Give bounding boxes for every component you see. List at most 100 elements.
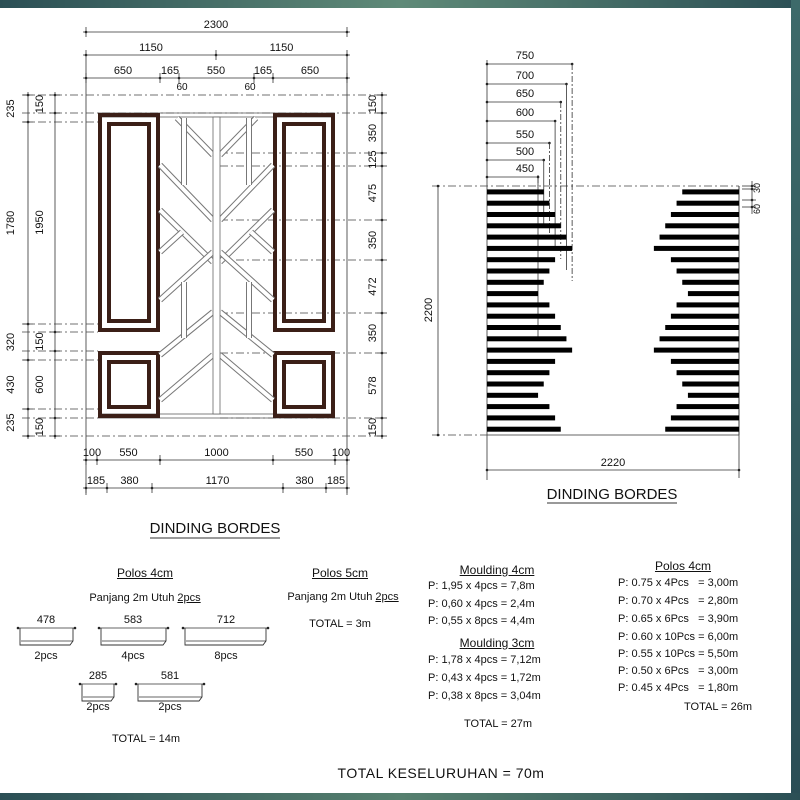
dimension-label: 1150 bbox=[270, 42, 294, 54]
piece-length: 478 bbox=[36, 614, 56, 626]
brace-group bbox=[157, 115, 216, 403]
slat-left bbox=[487, 426, 561, 432]
dimension-tick bbox=[97, 626, 101, 630]
slat-right bbox=[659, 234, 739, 240]
dimension-label: 350 bbox=[367, 124, 379, 142]
polos-row: P: 0.55 x 10Pcs = 5,50m bbox=[618, 648, 739, 660]
slat-left bbox=[487, 370, 550, 376]
brace-strip bbox=[158, 163, 215, 222]
dimension-label: 650 bbox=[301, 65, 319, 77]
slat-left bbox=[487, 404, 550, 410]
dimension-label: 550 bbox=[295, 447, 313, 459]
slat-left bbox=[487, 279, 544, 285]
polos-4cm-total: TOTAL = 14m bbox=[112, 733, 180, 745]
slat-right bbox=[670, 313, 739, 319]
slat-right bbox=[682, 189, 739, 195]
slat-right bbox=[682, 381, 739, 387]
drawing-title: DINDING BORDES bbox=[150, 520, 281, 537]
moulding-4cm-title: Moulding 4cm bbox=[459, 563, 535, 577]
dimension-label: 450 bbox=[516, 163, 534, 175]
dimension-label: 550 bbox=[119, 447, 137, 459]
piece-length: 285 bbox=[88, 670, 108, 682]
slat-left bbox=[487, 223, 561, 229]
dimension-label: 475 bbox=[367, 184, 379, 202]
panel-frame-inner bbox=[107, 360, 151, 409]
slat-right bbox=[670, 415, 739, 421]
dimension-label: 350 bbox=[367, 324, 379, 342]
brace-strip bbox=[158, 353, 215, 402]
panel-frame-inner bbox=[282, 360, 326, 409]
dimension-label: 100 bbox=[332, 447, 350, 459]
slide-bottom-border bbox=[0, 793, 800, 800]
dimension-label: 150 bbox=[34, 95, 46, 113]
dimension-tick bbox=[114, 682, 118, 686]
slat-left bbox=[487, 302, 550, 308]
moulding-piece bbox=[184, 628, 267, 646]
brace-strip bbox=[218, 353, 275, 402]
slat-right bbox=[676, 200, 739, 206]
slat-right bbox=[670, 257, 739, 263]
panel-frame-outer bbox=[273, 351, 335, 418]
slat-left bbox=[487, 234, 567, 240]
piece-length: 712 bbox=[216, 614, 236, 626]
dimension-tick bbox=[436, 184, 440, 188]
dimension-label: 578 bbox=[367, 376, 379, 394]
panel-frame-inner bbox=[107, 122, 151, 323]
brace-strip bbox=[218, 208, 275, 264]
piece-qty: 2pcs bbox=[34, 650, 58, 662]
polos-5cm-title: Polos 5cm bbox=[311, 566, 369, 580]
slat-left bbox=[487, 245, 573, 251]
dimension-label: 2220 bbox=[601, 457, 625, 469]
dimension-label: 150 bbox=[367, 95, 379, 113]
dimension-label: 1170 bbox=[206, 475, 230, 487]
panjang-label: Panjang 2m Utuh bbox=[287, 591, 376, 603]
slat-right bbox=[687, 392, 739, 398]
slide-right-border bbox=[791, 0, 800, 800]
moulding-row: P: 0,55 x 8pcs = 4,4m bbox=[428, 615, 535, 627]
dimension-label: 150 bbox=[367, 418, 379, 436]
piece-length: 581 bbox=[160, 670, 180, 682]
dimension-label: 1000 bbox=[204, 447, 228, 459]
dimension-label: 700 bbox=[516, 70, 534, 82]
dimension-tick bbox=[166, 626, 170, 630]
dimension-label: 235 bbox=[5, 413, 17, 431]
dimension-label: 165 bbox=[254, 65, 272, 77]
dimension-tick bbox=[134, 682, 138, 686]
dimension-tick bbox=[436, 433, 440, 437]
piece-qty: 2pcs bbox=[158, 701, 182, 713]
dimension-label: 750 bbox=[516, 50, 534, 62]
dimension-label: 60 bbox=[752, 204, 762, 214]
panel-frame-outer bbox=[273, 113, 335, 332]
moulding-piece bbox=[19, 628, 74, 646]
slat-left bbox=[487, 325, 561, 330]
slide-top-border bbox=[0, 0, 800, 8]
dimension-label: 1780 bbox=[5, 211, 17, 235]
brace-strip bbox=[249, 230, 275, 254]
dimension-tick bbox=[485, 158, 489, 162]
moulding-row: P: 0,60 x 4pcs = 2,4m bbox=[428, 598, 535, 610]
moulding-piece bbox=[100, 628, 167, 646]
panel-frame-outer bbox=[98, 113, 160, 332]
dimension-label: 60 bbox=[244, 82, 256, 93]
piece-qty: 4pcs bbox=[121, 650, 145, 662]
dimension-label: 100 bbox=[83, 447, 101, 459]
slat-left bbox=[487, 268, 550, 274]
polos-right-total: TOTAL = 26m bbox=[684, 701, 752, 713]
brace-strip bbox=[218, 250, 275, 302]
slat-right bbox=[676, 370, 739, 376]
dimension-tick bbox=[73, 626, 77, 630]
slat-right bbox=[676, 404, 739, 410]
dimension-label: 380 bbox=[120, 475, 138, 487]
dimension-tick bbox=[16, 626, 20, 630]
slat-left bbox=[487, 336, 567, 342]
dimension-label: 1950 bbox=[34, 210, 46, 234]
piece-qty: 8pcs bbox=[214, 650, 238, 662]
dimension-tick bbox=[485, 141, 489, 145]
polos-row: P: 0.60 x 10Pcs = 6,00m bbox=[618, 631, 739, 643]
dimension-label: 2300 bbox=[204, 19, 228, 31]
slat-left bbox=[487, 200, 550, 206]
dimension-label: 60 bbox=[176, 82, 188, 93]
moulding-row: P: 1,78 x 4pcs = 7,12m bbox=[428, 654, 541, 666]
slat-left bbox=[487, 291, 539, 297]
dimension-tick bbox=[485, 175, 489, 179]
